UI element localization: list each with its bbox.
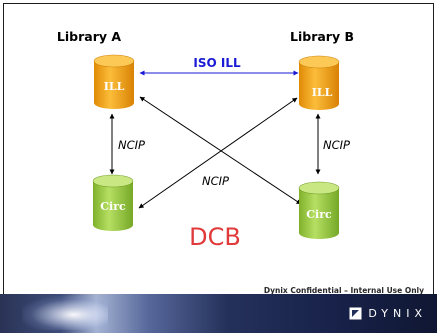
dynix-logo-mark-icon [349, 307, 362, 319]
confidentiality-notice: Dynix Confidential – Internal Use Only [263, 286, 424, 295]
ill-b-to-circ-a-arrow [138, 97, 298, 209]
ncip-center-label: NCIP [202, 174, 229, 188]
dynix-logo: DYNIX [349, 306, 427, 320]
ncip-left-label: NCIP [118, 138, 145, 152]
dcb-diagram: Library A Library B ISO ILL NCIP NCIP NC… [57, 29, 354, 251]
ill-b-database-icon [298, 55, 340, 110]
library-a-title: Library A [57, 29, 121, 44]
ill-a-label: ILL [104, 80, 125, 93]
circ-b-label: Circ [306, 208, 332, 221]
circ-a-database-icon [92, 174, 134, 231]
ncip-right-label: NCIP [323, 138, 350, 152]
circ-b-database-icon [298, 181, 340, 239]
ill-a-database-icon [93, 54, 135, 109]
dynix-wordmark: DYNIX [368, 306, 427, 320]
dcb-label: DCB [189, 223, 241, 251]
footer-light-flare [22, 296, 108, 330]
circ-a-label: Circ [100, 200, 126, 213]
slide-frame: Library A Library B ISO ILL NCIP NCIP NC… [3, 3, 434, 330]
iso-ill-label: ISO ILL [193, 56, 241, 70]
ill-b-label: ILL [312, 86, 333, 99]
library-b-title: Library B [290, 29, 354, 44]
